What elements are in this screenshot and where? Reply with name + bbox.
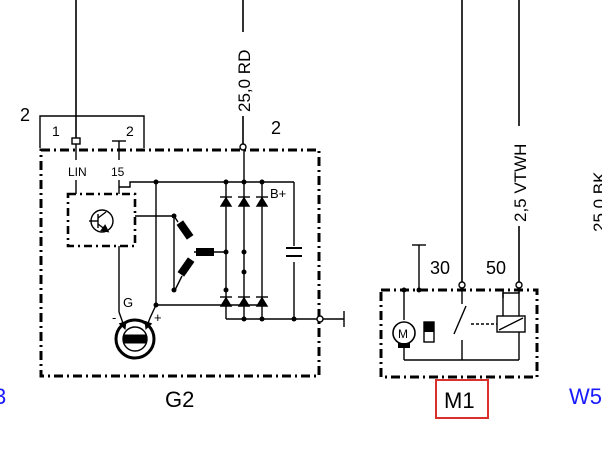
minus-label: - (112, 310, 116, 325)
motor-icon (392, 321, 416, 348)
rectifier-bus (155, 149, 345, 327)
regulator-box (66, 192, 137, 248)
main-cable-label: 25,0 RD (235, 50, 254, 112)
top-wires (75, 0, 520, 285)
junction-dots (153, 179, 297, 322)
brush-icon (423, 321, 435, 343)
starter-dots (401, 287, 422, 293)
lin-label: LIN (68, 165, 87, 179)
regulator-leads (75, 180, 174, 312)
terminal-dot (316, 315, 324, 323)
right-connector-label: 2 (271, 118, 281, 138)
pin-1-label: 1 (52, 123, 60, 139)
terminal-30-dot (458, 281, 466, 289)
terminal-30-label: 30 (430, 258, 450, 278)
generator-name: G2 (165, 387, 194, 412)
plus-label: + (154, 310, 162, 325)
starter-name: M1 (444, 388, 475, 413)
starter-enclosure (379, 288, 539, 379)
g-label: G (123, 295, 133, 310)
diodes-lower (219, 296, 269, 307)
rotor-coil-icon (114, 304, 157, 360)
capacitor-icon (286, 247, 302, 257)
transistor-icon (89, 209, 114, 233)
right-cable-label: 2,5 VTWH (511, 144, 530, 222)
m1-highlight-box (435, 379, 489, 419)
bplus-label: B+ (270, 186, 286, 201)
left-reference-link[interactable]: 3 (0, 384, 6, 409)
starter-internals (403, 244, 520, 361)
solenoid-icon (496, 315, 526, 333)
edge-cable-label: 25,0 BK (590, 171, 602, 232)
connector-group-label: 2 (20, 105, 30, 125)
diodes-upper (219, 196, 269, 207)
pin-2-label: 2 (126, 123, 134, 139)
terminal-dot (239, 143, 247, 151)
generator-enclosure (39, 148, 321, 378)
terminal-50-label: 50 (486, 258, 506, 278)
motor-label: M (398, 327, 408, 341)
pin-15-label: 15 (111, 165, 125, 179)
terminal-50-dot (515, 281, 523, 289)
right-reference-link[interactable]: W5 (569, 384, 602, 409)
